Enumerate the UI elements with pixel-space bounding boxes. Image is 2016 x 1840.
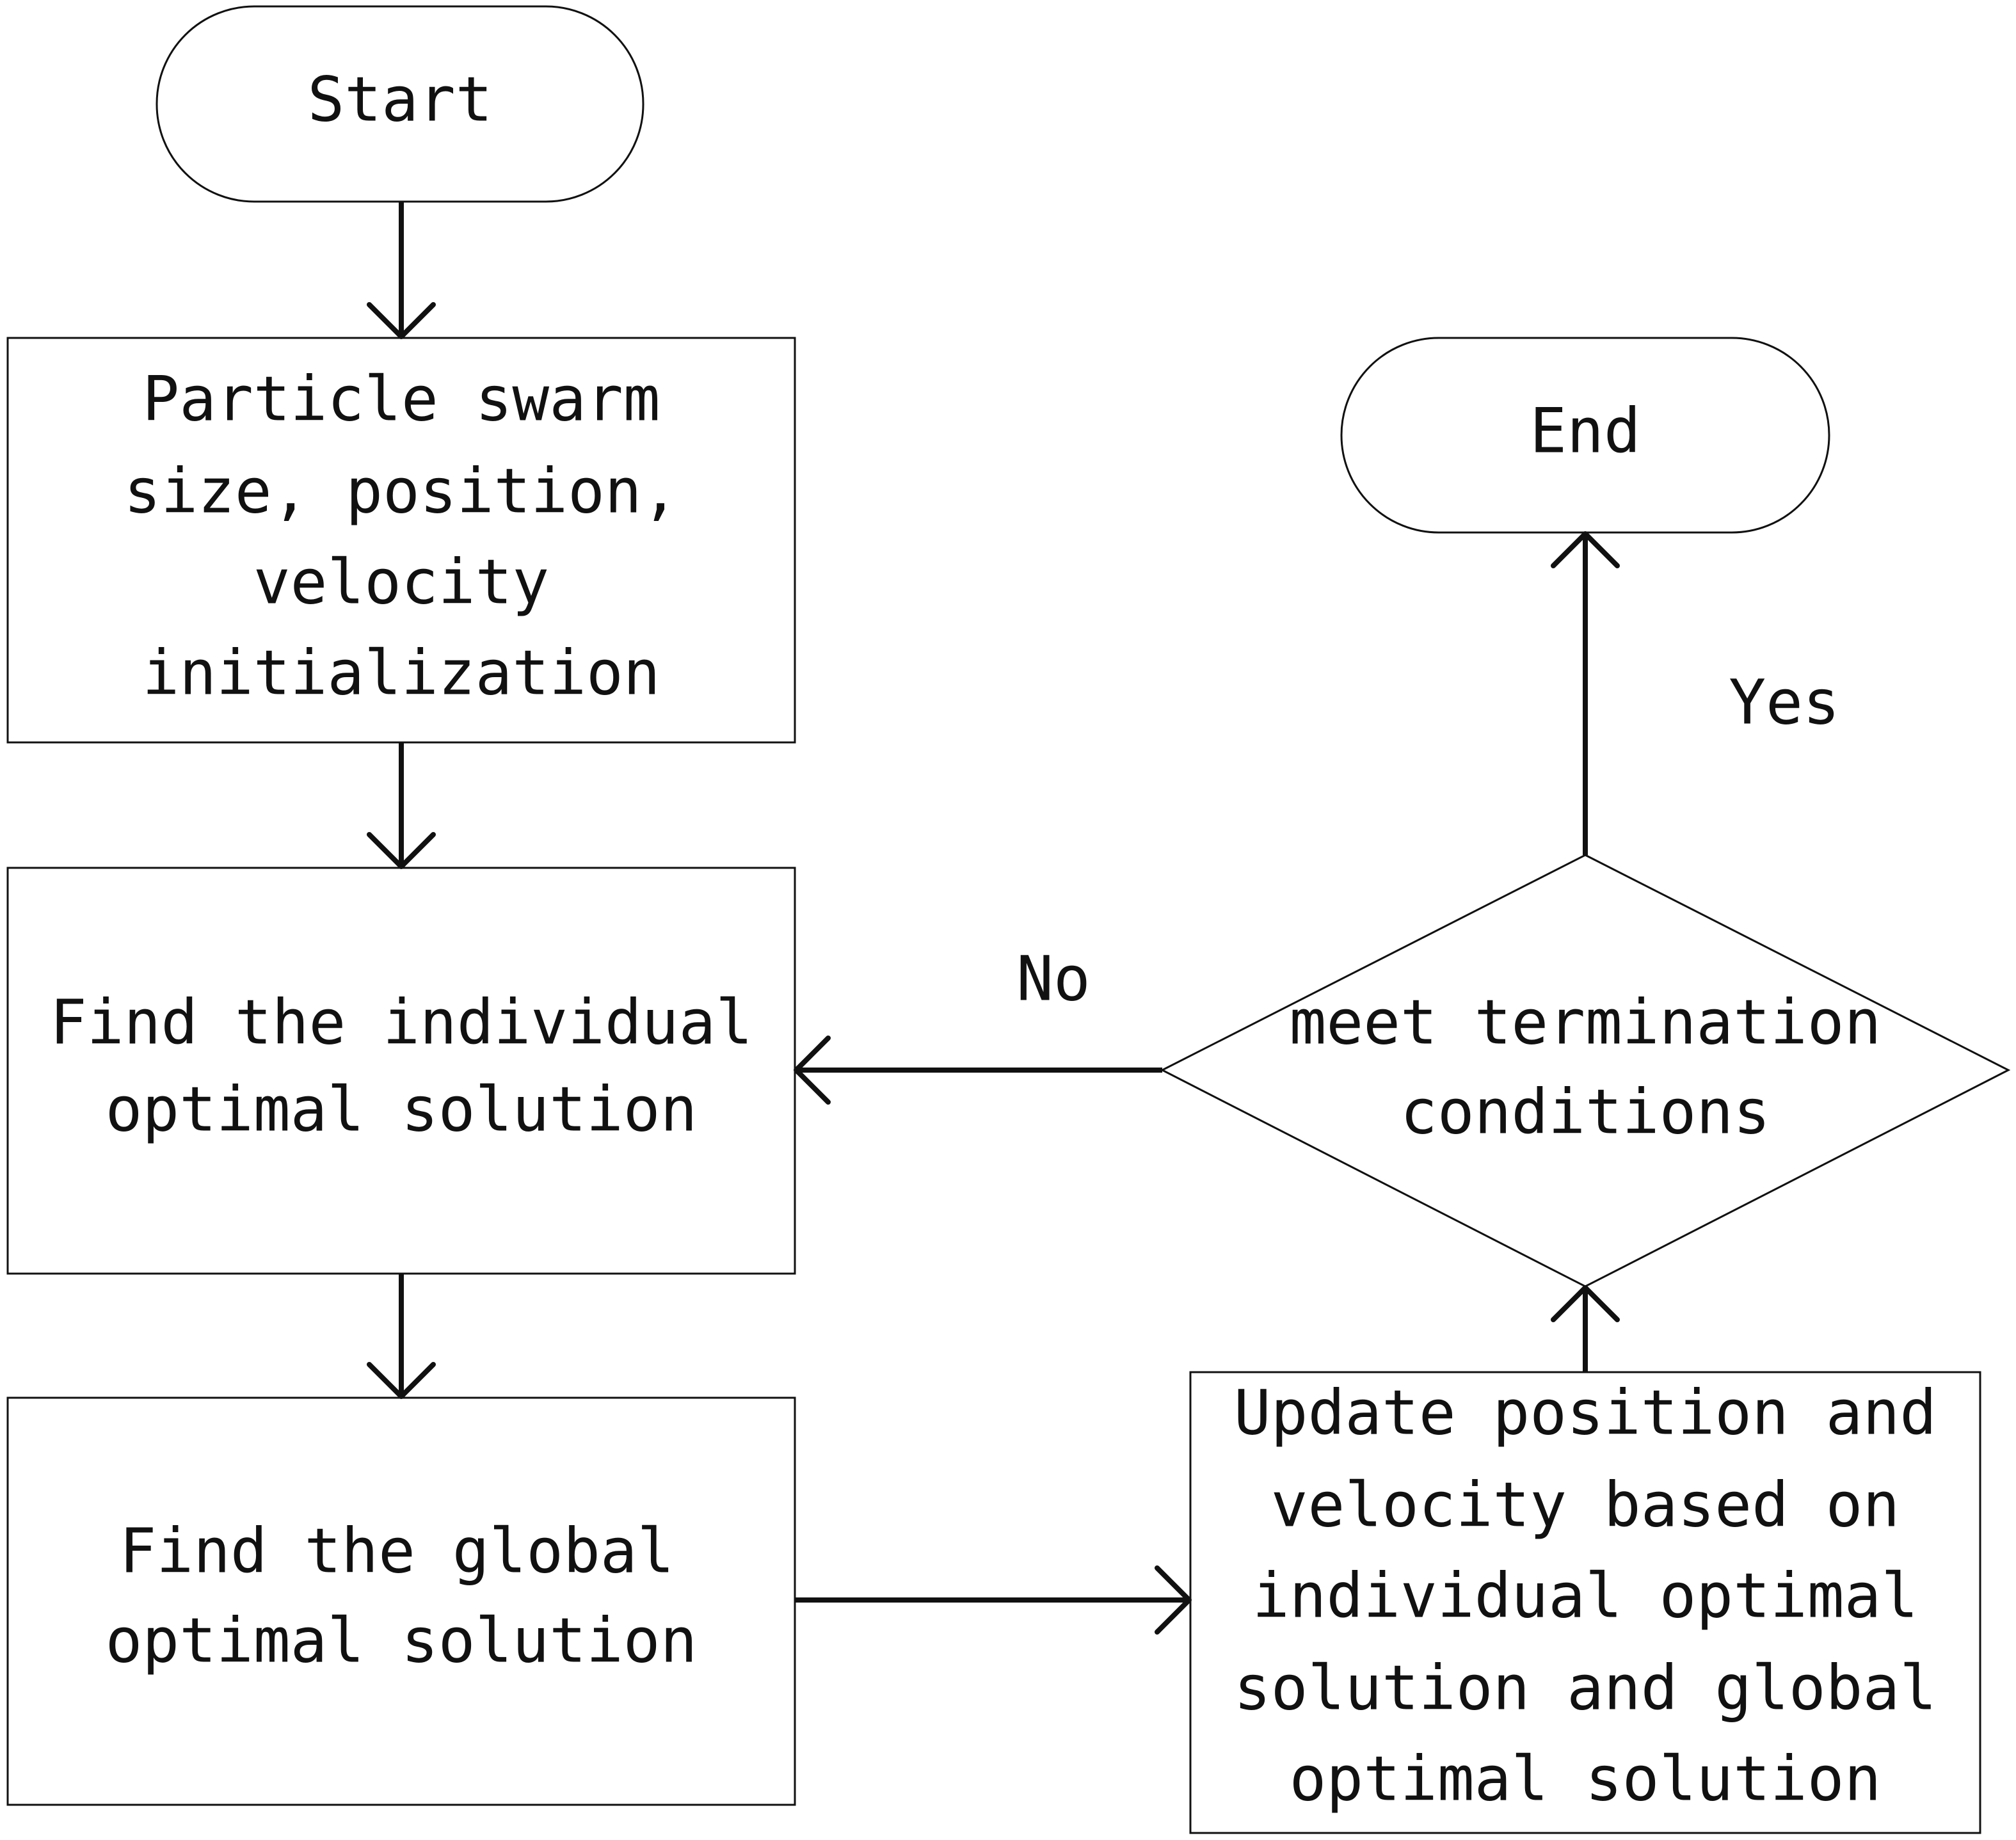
update-node-label-line-2: velocity based on bbox=[1271, 1469, 1900, 1540]
update-node-label-line-3: individual optimal bbox=[1252, 1560, 1918, 1631]
global-node-shape bbox=[6, 1396, 796, 1806]
init-node-label-line-3: velocity bbox=[253, 546, 549, 618]
init-node-label-line-2: size, position, bbox=[124, 455, 679, 527]
init-node-shape bbox=[6, 337, 796, 744]
edge-init-to-individual bbox=[367, 742, 436, 869]
update-node-label-line-4: solution and global bbox=[1234, 1652, 1937, 1724]
global-node-label-line-2: optimal solution bbox=[106, 1604, 698, 1676]
edge-yes-label: Yes bbox=[1729, 666, 1839, 738]
init-node: Particle swarm size, position, velocity … bbox=[6, 337, 796, 744]
edge-update-to-decision bbox=[1551, 1285, 1620, 1372]
update-node-label-line-1: Update position and bbox=[1234, 1377, 1937, 1448]
decision-node-label-line-2: conditions bbox=[1400, 1076, 1770, 1148]
individual-node-shape bbox=[6, 867, 796, 1275]
update-node: Update position and velocity based on in… bbox=[1189, 1371, 1981, 1834]
edge-decision-to-end: Yes bbox=[1551, 531, 1840, 855]
start-node-label: Start bbox=[308, 63, 493, 135]
init-node-label-line-1: Particle swarm bbox=[142, 363, 660, 435]
end-node: End bbox=[1340, 337, 1830, 534]
edge-global-to-update bbox=[795, 1565, 1192, 1635]
edge-start-to-init bbox=[367, 202, 436, 339]
edge-decision-to-individual: No bbox=[794, 943, 1162, 1105]
start-node: Start bbox=[156, 5, 644, 203]
global-node: Find the global optimal solution bbox=[6, 1396, 796, 1806]
individual-node-label-line-2: optimal solution bbox=[106, 1073, 698, 1145]
decision-node-shape bbox=[1160, 854, 2011, 1288]
edge-no-label: No bbox=[1016, 943, 1091, 1014]
end-node-label: End bbox=[1530, 395, 1640, 467]
decision-node: meet termination conditions bbox=[1160, 854, 2011, 1288]
update-node-label-line-5: optimal solution bbox=[1290, 1743, 1882, 1814]
global-node-label-line-1: Find the global bbox=[120, 1515, 675, 1587]
edge-individual-to-global bbox=[367, 1274, 436, 1399]
init-node-label-line-4: initialization bbox=[142, 637, 660, 708]
individual-node-label-line-1: Find the individual bbox=[50, 986, 753, 1058]
individual-node: Find the individual optimal solution bbox=[6, 867, 796, 1275]
decision-node-label-line-1: meet termination bbox=[1290, 986, 1882, 1058]
